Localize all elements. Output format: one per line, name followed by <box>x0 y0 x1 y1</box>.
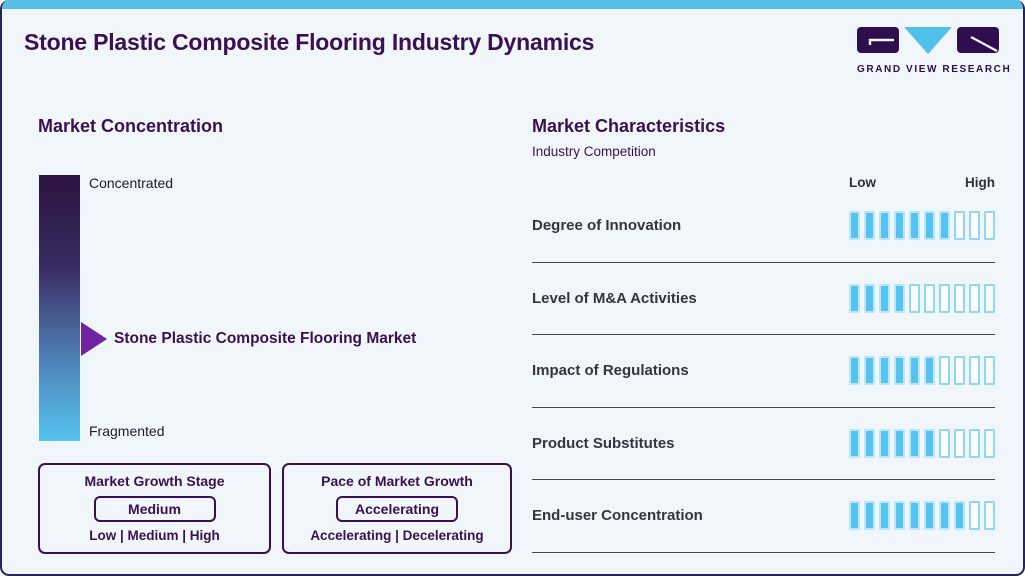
rating-segment-empty <box>909 283 920 313</box>
pace-of-growth-box: Pace of Market Growth Accelerating Accel… <box>282 463 512 554</box>
rating-segment-filled <box>864 283 875 313</box>
rating-segment-filled <box>924 501 935 531</box>
rating-segment-filled <box>894 283 905 313</box>
characteristic-row: Degree of Innovation <box>532 190 995 263</box>
rating-segment-empty <box>939 356 950 386</box>
characteristic-row: Product Substitutes <box>532 408 995 480</box>
rating-segment-filled <box>909 356 920 386</box>
growth-pace-value: Accelerating <box>336 495 458 522</box>
page-title: Stone Plastic Composite Flooring Industr… <box>24 29 595 55</box>
rating-segment-empty <box>969 428 980 458</box>
rating-segment-empty <box>984 283 995 313</box>
growth-stage-options: Low | Medium | High <box>89 528 220 543</box>
rating-segment-empty <box>954 283 965 313</box>
growth-stage-value: Medium <box>93 495 216 522</box>
rating-segment-empty <box>984 356 995 386</box>
rating-segment-filled <box>864 211 875 241</box>
rating-segment-empty <box>984 501 995 531</box>
rating-segment-empty <box>939 428 950 458</box>
concentrated-label: Concentrated <box>89 175 174 191</box>
rating-segment-empty <box>924 283 935 313</box>
rating-segment-filled <box>864 428 875 458</box>
rating-segment-filled <box>894 428 905 458</box>
rating-segment-filled <box>894 501 905 531</box>
grand-view-research-logo: GRAND VIEW RESEARCH <box>857 27 1012 75</box>
rating-segment-empty <box>969 283 980 313</box>
rating-segment-filled <box>894 356 905 386</box>
scale-low-label: Low <box>849 175 876 190</box>
rating-segment-filled <box>909 211 920 241</box>
rating-segment-empty <box>939 283 950 313</box>
rating-segment-empty <box>984 428 995 458</box>
growth-stage-title: Market Growth Stage <box>84 473 225 489</box>
market-characteristics-heading: Market Characteristics <box>532 116 726 136</box>
rating-segment-filled <box>939 501 950 531</box>
characteristic-label: Degree of Innovation <box>532 217 682 235</box>
characteristic-label: End-user Concentration <box>532 507 703 525</box>
rating-segment-filled <box>864 501 875 531</box>
market-growth-stage-box: Market Growth Stage Medium Low | Medium … <box>38 463 271 554</box>
growth-pace-options: Accelerating | Decelerating <box>310 528 484 543</box>
characteristic-row: Impact of Regulations <box>532 335 995 408</box>
rating-segment-filled <box>939 211 950 241</box>
rating-segment-filled <box>924 211 935 241</box>
rating-segment-empty <box>984 211 995 241</box>
rating-bars <box>849 428 995 458</box>
logo-wordmark: GRAND VIEW RESEARCH <box>857 64 1012 75</box>
rating-segment-filled <box>879 356 890 386</box>
rating-segment-filled <box>894 211 905 241</box>
rating-segment-filled <box>909 428 920 458</box>
rating-segment-filled <box>954 501 965 531</box>
rating-segment-empty <box>969 211 980 241</box>
market-pointer-arrow-icon <box>81 322 107 356</box>
rating-segment-filled <box>849 283 860 313</box>
rating-segment-filled <box>849 211 860 241</box>
rating-bars <box>849 356 995 386</box>
rating-segment-empty <box>969 356 980 386</box>
characteristic-label: Product Substitutes <box>532 434 675 452</box>
rating-bars <box>849 211 995 241</box>
characteristic-label: Level of M&A Activities <box>532 289 697 307</box>
industry-competition-subheading: Industry Competition <box>532 144 656 159</box>
rating-segment-filled <box>864 356 875 386</box>
rating-bars <box>849 501 995 531</box>
rating-segment-empty <box>954 211 965 241</box>
scale-high-label: High <box>965 175 995 190</box>
rating-segment-empty <box>954 428 965 458</box>
rating-segment-empty <box>954 356 965 386</box>
rating-bars <box>849 283 995 313</box>
gvr-logo-icon <box>857 27 999 54</box>
characteristic-row: Level of M&A Activities <box>532 263 995 335</box>
rating-segment-filled <box>924 428 935 458</box>
rating-segment-filled <box>909 501 920 531</box>
characteristic-row: End-user Concentration <box>532 480 995 553</box>
concentration-gradient-bar <box>39 175 80 441</box>
rating-segment-filled <box>879 428 890 458</box>
top-accent-bar <box>2 0 1023 9</box>
fragmented-label: Fragmented <box>89 423 165 439</box>
rating-segment-filled <box>879 211 890 241</box>
rating-segment-filled <box>849 501 860 531</box>
market-pointer-label: Stone Plastic Composite Flooring Market <box>114 330 417 347</box>
rating-segment-empty <box>969 501 980 531</box>
rating-segment-filled <box>849 428 860 458</box>
market-concentration-heading: Market Concentration <box>38 116 224 136</box>
rating-segment-filled <box>879 501 890 531</box>
characteristic-label: Impact of Regulations <box>532 362 689 380</box>
rating-scale-header: Low High <box>532 175 995 191</box>
growth-pace-title: Pace of Market Growth <box>321 473 473 489</box>
rating-segment-filled <box>849 356 860 386</box>
rating-segment-filled <box>924 356 935 386</box>
rating-segment-filled <box>879 283 890 313</box>
